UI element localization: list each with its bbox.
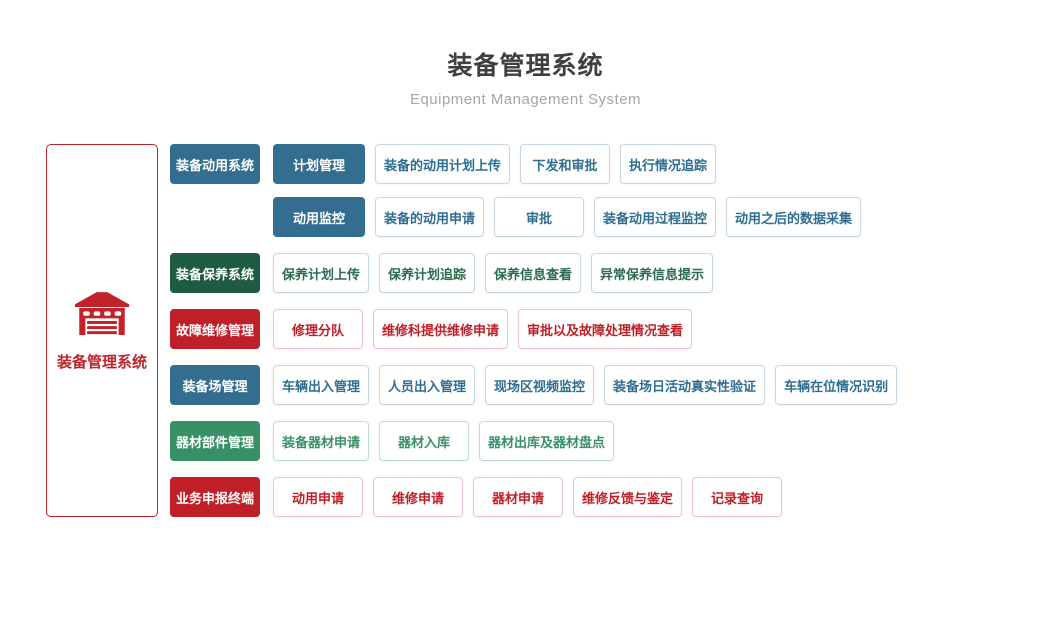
item-box[interactable]: 器材申请 <box>473 477 563 517</box>
category-yard[interactable]: 装备场管理 <box>170 365 260 405</box>
item-box[interactable]: 车辆在位情况识别 <box>775 365 898 405</box>
group-declare: 业务申报终端 动用申请 维修申请 器材申请 维修反馈与鉴定 记录查询 <box>170 477 897 517</box>
diagram: 装备管理系统 装备动用系统 计划管理 装备的动用计划上传 下发和审批 执行情况追… <box>46 144 1051 517</box>
item-box[interactable]: 记录查询 <box>692 477 783 517</box>
item-box[interactable]: 装备的动用申请 <box>375 197 485 237</box>
page-header: 装备管理系统 Equipment Management System <box>0 0 1051 108</box>
item-box[interactable]: 维修科提供维修申请 <box>373 309 509 349</box>
item-box[interactable]: 下发和审批 <box>520 144 611 184</box>
item-box[interactable]: 修理分队 <box>273 309 363 349</box>
subcategory-usage-monitoring[interactable]: 动用监控 <box>273 197 365 237</box>
item-box[interactable]: 审批 <box>494 197 585 237</box>
item-box[interactable]: 器材出库及器材盘点 <box>479 421 615 461</box>
item-box[interactable]: 装备器材申请 <box>273 421 370 461</box>
item-box[interactable]: 动用申请 <box>273 477 363 517</box>
group-materials: 器材部件管理 装备器材申请 器材入库 器材出库及器材盘点 <box>170 421 897 461</box>
item-box[interactable]: 维修申请 <box>373 477 463 517</box>
category-maintenance[interactable]: 装备保养系统 <box>170 253 260 293</box>
item-box[interactable]: 维修反馈与鉴定 <box>573 477 683 517</box>
category-materials[interactable]: 器材部件管理 <box>170 421 260 461</box>
item-box[interactable]: 器材入库 <box>379 421 470 461</box>
root-label: 装备管理系统 <box>56 354 147 371</box>
page-title: 装备管理系统 <box>447 52 604 80</box>
root-node[interactable]: 装备管理系统 <box>46 144 158 517</box>
group-repair: 故障维修管理 修理分队 维修科提供维修申请 审批以及故障处理情况查看 <box>170 309 897 349</box>
row-maintenance: 保养计划上传 保养计划追踪 保养信息查看 异常保养信息提示 <box>273 253 714 293</box>
item-box[interactable]: 异常保养信息提示 <box>591 253 714 293</box>
page-subtitle: Equipment Management System <box>409 91 642 108</box>
group-yard: 装备场管理 车辆出入管理 人员出入管理 现场区视频监控 装备场日活动真实性验证 … <box>170 365 898 405</box>
row-declare: 动用申请 维修申请 器材申请 维修反馈与鉴定 记录查询 <box>273 477 783 517</box>
category-declare[interactable]: 业务申报终端 <box>170 477 260 517</box>
row-usage-monitoring: 动用监控 装备的动用申请 审批 装备动用过程监控 动用之后的数据采集 <box>273 197 862 237</box>
item-box[interactable]: 保养计划上传 <box>273 253 370 293</box>
row-repair: 修理分队 维修科提供维修申请 审批以及故障处理情况查看 <box>273 309 693 349</box>
category-mobilization[interactable]: 装备动用系统 <box>170 144 260 184</box>
row-yard: 车辆出入管理 人员出入管理 现场区视频监控 装备场日活动真实性验证 车辆在位情况… <box>273 365 898 405</box>
item-box[interactable]: 装备动用过程监控 <box>594 197 717 237</box>
row-plan-management: 计划管理 装备的动用计划上传 下发和审批 执行情况追踪 <box>273 144 861 184</box>
item-box[interactable]: 保养计划追踪 <box>379 253 476 293</box>
category-repair[interactable]: 故障维修管理 <box>170 309 260 349</box>
subcategory-plan-management[interactable]: 计划管理 <box>273 144 365 184</box>
item-box[interactable]: 动用之后的数据采集 <box>726 197 862 237</box>
group-mobilization: 装备动用系统 计划管理 装备的动用计划上传 下发和审批 执行情况追踪 动用监控 … <box>170 144 897 237</box>
item-box[interactable]: 装备的动用计划上传 <box>375 144 511 184</box>
row-materials: 装备器材申请 器材入库 器材出库及器材盘点 <box>273 421 615 461</box>
groups-column: 装备动用系统 计划管理 装备的动用计划上传 下发和审批 执行情况追踪 动用监控 … <box>170 144 898 517</box>
item-box[interactable]: 装备场日活动真实性验证 <box>604 365 766 405</box>
item-box[interactable]: 车辆出入管理 <box>273 365 370 405</box>
item-box[interactable]: 现场区视频监控 <box>485 365 595 405</box>
item-box[interactable]: 保养信息查看 <box>485 253 582 293</box>
item-box[interactable]: 审批以及故障处理情况查看 <box>518 309 693 349</box>
item-box[interactable]: 执行情况追踪 <box>620 144 717 184</box>
garage-icon <box>74 289 130 339</box>
group-maintenance: 装备保养系统 保养计划上传 保养计划追踪 保养信息查看 异常保养信息提示 <box>170 253 897 293</box>
item-box[interactable]: 人员出入管理 <box>379 365 476 405</box>
